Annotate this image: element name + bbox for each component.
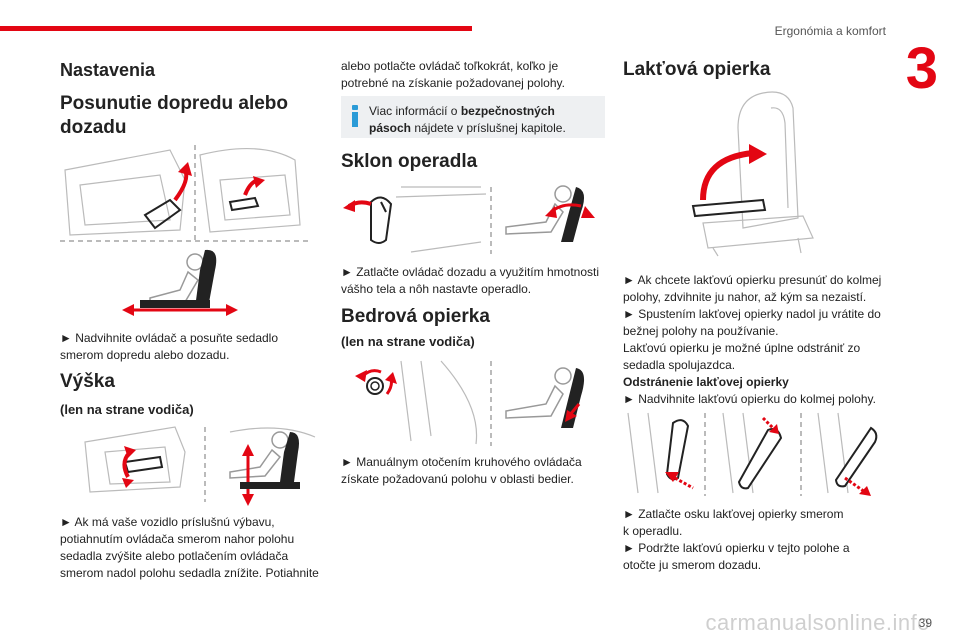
info-icon xyxy=(349,105,361,127)
para-posunutie-l1: ► Nadvihnite ovládač a posuňte sedadlo xyxy=(60,331,279,345)
para-sklon: ► Zatlačte ovládač dozadu a využitím hmo… xyxy=(341,264,599,298)
heading-laktova: Lakťová opierka xyxy=(623,59,771,80)
para-bedrova: ► Manuálnym otočením kruhového ovládača … xyxy=(341,454,582,488)
heading-nastavenia: Nastavenia xyxy=(60,60,156,80)
armrest-removal-illustration xyxy=(627,412,878,496)
para-odstranenie-p6l1: ► Podržte lakťovú opierku v tejto polohe… xyxy=(623,541,850,555)
info-text-bold2: pásoch xyxy=(369,121,412,135)
para-vyska-l3: sedadla zvýšite alebo potlačením ovládač… xyxy=(60,549,289,563)
heading-sklon: Sklon operadla xyxy=(341,151,478,172)
para-posunutie-l2: smerom dopredu alebo dozadu. xyxy=(60,348,230,362)
para-laktova: ► Ak chcete lakťovú opierku presunúť do … xyxy=(623,272,881,408)
armrest-illustration xyxy=(691,91,814,257)
lumbar-illustration xyxy=(355,360,585,446)
para-laktova-p3l1: Lakťovú opierku je možné úplne odstrániť… xyxy=(623,341,861,355)
chapter-number: 3 xyxy=(905,36,938,101)
info-box-seatbelts: Viac informácií o bezpečnostných pásoch … xyxy=(341,96,605,138)
para-laktova-p4l1: ► Nadvihnite lakťovú opierku do kolmej p… xyxy=(623,392,876,406)
info-text-pre: Viac informácií o xyxy=(369,104,461,118)
seat-height-illustration xyxy=(84,426,316,506)
para-vyska-l2: potiahnutím ovládača smerom nahor polohu xyxy=(60,532,295,546)
subheading-bedrova: (len na strane vodiča) xyxy=(341,334,475,349)
heading-vyska: Výška xyxy=(60,371,115,392)
seat-slide-illustration xyxy=(60,145,310,316)
para-posunutie: ► Nadvihnite ovládač a posuňte sedadlo s… xyxy=(60,330,278,364)
chapter-title: Ergonómia a komfort xyxy=(774,24,886,38)
subheading-vyska: (len na strane vodiča) xyxy=(60,402,194,417)
para-laktova-p1l1: ► Ak chcete lakťovú opierku presunúť do … xyxy=(623,273,882,287)
para-bedrova-l2: získate požadovanú polohu v oblasti bedi… xyxy=(341,472,574,486)
heading-posunutie: Posunutie dopredu alebo dozadu xyxy=(60,92,288,140)
heading-bedrova: Bedrová opierka xyxy=(341,306,490,327)
heading-posunutie-line2: dozadu xyxy=(60,117,127,138)
para-continued-l2: potrebné na získanie požadovanej polohy. xyxy=(341,76,565,90)
page-number: 39 xyxy=(918,616,932,630)
para-continued-l1: alebo potlačte ovládač toľkokrát, koľko … xyxy=(341,59,559,73)
para-vyska: ► Ak má vaše vozidlo príslušnú výbavu, p… xyxy=(60,514,319,582)
para-laktova-p2l1: ► Spustením lakťovej opierky nadol ju vr… xyxy=(623,307,881,321)
para-sklon-l1: ► Zatlačte ovládač dozadu a využitím hmo… xyxy=(341,265,599,279)
para-laktova-p1l2: polohy, zdvihnite ju nahor, až kým sa ne… xyxy=(623,290,867,304)
info-text-bold1: bezpečnostných xyxy=(460,104,555,118)
para-odstranenie-p5l2: k operadlu. xyxy=(623,524,683,538)
para-odstranenie: ► Zatlačte osku lakťovej opierky smerom … xyxy=(623,506,850,574)
info-text-post: nájdete v príslušnej kapitole. xyxy=(411,121,566,135)
recline-illustration xyxy=(343,185,595,254)
para-odstranenie-p6l2: otočte ju smerom dozadu. xyxy=(623,558,762,572)
para-vyska-l4: smerom nadol polohu sedadla znížite. Pot… xyxy=(60,566,319,580)
header-accent-bar xyxy=(0,26,472,31)
heading-posunutie-line1: Posunutie dopredu alebo xyxy=(60,93,289,114)
para-laktova-p2l2: bežnej polohy na používanie. xyxy=(623,324,779,338)
subheading-odstranenie: Odstránenie lakťovej opierky xyxy=(623,375,789,389)
watermark: carmanualsonline.info xyxy=(705,610,930,635)
para-laktova-p3l2: sedadla spolujazdca. xyxy=(623,358,736,372)
para-bedrova-l1: ► Manuálnym otočením kruhového ovládača xyxy=(341,455,582,469)
para-vyska-l1: ► Ak má vaše vozidlo príslušnú výbavu, xyxy=(60,515,275,529)
para-continued: alebo potlačte ovládač toľkokrát, koľko … xyxy=(341,58,565,92)
para-sklon-l2: vášho tela a nôh nastavte operadlo. xyxy=(341,282,532,296)
para-odstranenie-p5l1: ► Zatlačte osku lakťovej opierky smerom xyxy=(623,507,844,521)
